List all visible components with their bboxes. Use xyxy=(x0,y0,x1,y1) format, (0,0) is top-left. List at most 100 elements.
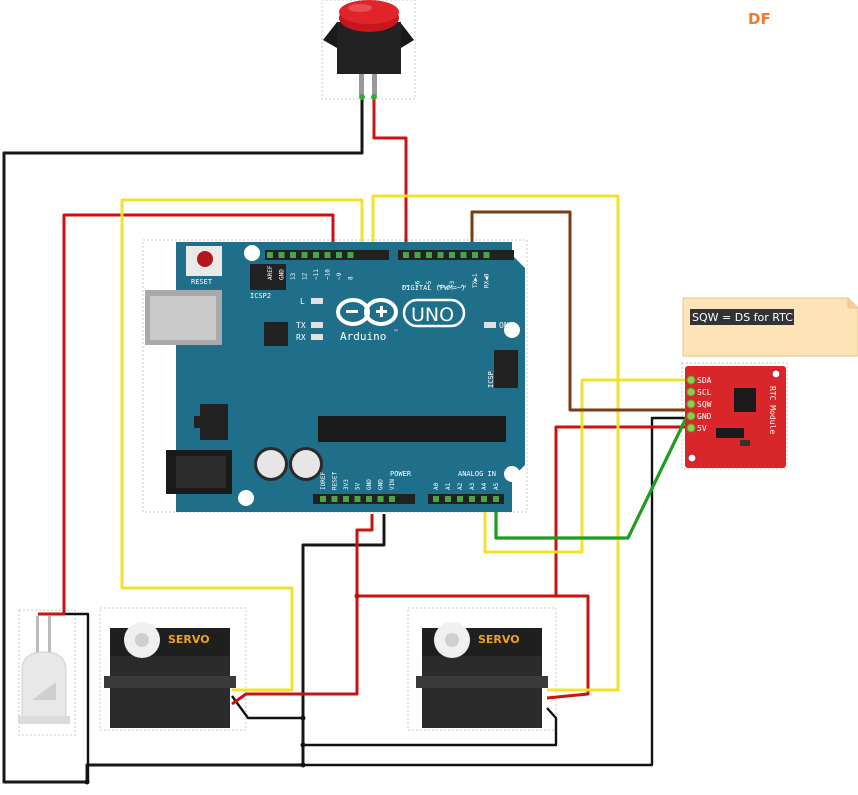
pin-label: ~5 xyxy=(426,280,433,288)
servo-2[interactable]: SERVO xyxy=(416,622,548,728)
header-pin[interactable] xyxy=(290,252,296,258)
pin-label: 5V xyxy=(355,482,362,490)
svg-text:™: ™ xyxy=(394,329,398,336)
wire-yellow-scl[interactable] xyxy=(483,378,690,554)
uno-label: UNO xyxy=(411,304,454,326)
header-pin[interactable] xyxy=(460,252,467,258)
rtc-pin-label: 5V xyxy=(697,424,707,433)
header-pin[interactable] xyxy=(320,496,326,502)
pin-label: GND xyxy=(378,479,385,490)
analog-label: ANALOG IN xyxy=(458,470,496,478)
rtc-pin-label: SCL xyxy=(697,388,712,397)
rtc-pin[interactable] xyxy=(686,375,696,385)
pin-label: A2 xyxy=(457,482,464,490)
rtc-pin[interactable] xyxy=(686,399,696,409)
pin-label: A1 xyxy=(445,482,452,490)
led-rx-label: RX xyxy=(296,333,306,342)
header-pin[interactable] xyxy=(267,252,273,258)
rtc-title: RTC Module xyxy=(768,386,777,434)
header-pin[interactable] xyxy=(445,496,451,502)
pin-label: RX◀0 xyxy=(484,273,491,288)
header-pin[interactable] xyxy=(331,496,338,502)
note-text: SQW = DS for RTC xyxy=(692,311,793,324)
wire-yellow-servo2[interactable] xyxy=(371,194,620,692)
header-pin[interactable] xyxy=(457,496,463,502)
wire-black-rtc-gnd[interactable] xyxy=(303,416,690,767)
header-pin[interactable] xyxy=(493,496,499,502)
pin-label: 7 xyxy=(403,284,410,288)
servo-1[interactable]: SERVO xyxy=(104,622,236,728)
pin-label: A5 xyxy=(493,482,500,490)
header-pin[interactable] xyxy=(483,252,490,258)
pin-label: ~11 xyxy=(313,269,320,280)
header-pin[interactable] xyxy=(301,252,308,258)
pin-label: VIN xyxy=(389,479,396,490)
header-pin[interactable] xyxy=(403,252,409,258)
header-pin[interactable] xyxy=(433,496,439,502)
header-pin[interactable] xyxy=(437,252,444,258)
header-pin[interactable] xyxy=(278,252,285,258)
wire-green-sda[interactable] xyxy=(494,409,692,540)
pin-label: TX▶1 xyxy=(472,273,479,288)
rtc-pin[interactable] xyxy=(686,423,696,433)
arduino-wordmark: Arduino xyxy=(340,330,386,343)
header-pin[interactable] xyxy=(366,496,372,502)
header-pin[interactable] xyxy=(472,252,478,258)
wire-black-group xyxy=(2,97,690,784)
led[interactable] xyxy=(18,616,70,724)
led-l-label: L xyxy=(300,297,305,306)
wire-black-servo1[interactable] xyxy=(231,695,303,720)
header-pin[interactable] xyxy=(469,496,475,502)
pin-label: A0 xyxy=(433,482,440,490)
digital-label: DIGITAL (PWM=~) xyxy=(402,284,465,292)
pin-label: A3 xyxy=(469,482,476,490)
wire-red-rtc[interactable] xyxy=(357,425,690,598)
header-pin[interactable] xyxy=(324,252,331,258)
on-label: ON xyxy=(499,321,509,330)
atmega-chip xyxy=(318,416,506,442)
led-tx-label: TX xyxy=(296,321,306,330)
pin-label: 8 xyxy=(348,276,355,280)
digital-header-right xyxy=(398,250,514,260)
power-label: POWER xyxy=(390,470,412,478)
wire-red-led[interactable] xyxy=(38,213,335,616)
wire-red-button[interactable] xyxy=(372,97,408,258)
pin-label: ~10 xyxy=(325,269,332,280)
wire-yellow-servo1[interactable] xyxy=(120,198,364,692)
pin-label: RESET xyxy=(332,472,339,490)
pin-label: 2 xyxy=(461,284,468,288)
rtc-pin-label: SDA xyxy=(697,376,712,385)
rtc-pin[interactable] xyxy=(686,411,696,421)
wire-junctions xyxy=(354,593,360,599)
header-pin[interactable] xyxy=(426,252,432,258)
pin-label: ~6 xyxy=(415,280,422,288)
arduino-logo: UNO Arduino ™ xyxy=(336,298,466,343)
header-pin[interactable] xyxy=(343,496,349,502)
wire-brown-sqw[interactable] xyxy=(470,210,690,412)
arduino-uno-board[interactable]: RESET ICSP2 L TX RX ON UNO Arduino ™ ICS… xyxy=(145,242,525,512)
pin-label: 12 xyxy=(302,272,309,280)
header-pin[interactable] xyxy=(414,252,421,258)
push-button[interactable] xyxy=(323,0,414,100)
power-header xyxy=(313,494,415,504)
header-pin[interactable] xyxy=(313,252,319,258)
header-pin[interactable] xyxy=(389,496,395,502)
pin-label: AREF xyxy=(267,265,274,280)
wire-black-servo2[interactable] xyxy=(303,707,558,747)
rtc-pin[interactable] xyxy=(686,387,696,397)
header-pin[interactable] xyxy=(449,252,455,258)
pin-label: 13 xyxy=(290,272,297,280)
header-pin[interactable] xyxy=(354,496,361,502)
header-pin[interactable] xyxy=(347,252,354,258)
header-pin[interactable] xyxy=(336,252,342,258)
wire-yellow-group xyxy=(120,194,690,692)
icsp-label: ICSP xyxy=(487,371,495,388)
header-pin[interactable] xyxy=(481,496,487,502)
header-pin[interactable] xyxy=(377,496,384,502)
wire-red-group xyxy=(38,97,690,706)
pin-label: IOREF xyxy=(320,472,327,490)
pin-label: GND xyxy=(366,479,373,490)
wire-red-5v[interactable] xyxy=(231,514,374,706)
